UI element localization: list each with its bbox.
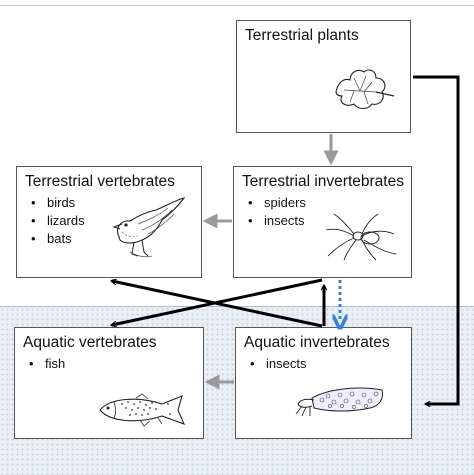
node-terrestrial-plants: Terrestrial plants bbox=[236, 20, 411, 133]
list-item: bats bbox=[31, 230, 193, 248]
list-item: fish bbox=[29, 355, 195, 373]
node-title: Terrestrial invertebrates bbox=[242, 173, 404, 190]
node-aquatic-invertebrates: Aquatic invertebrates insects bbox=[235, 327, 412, 439]
caddisfly-larva-icon bbox=[295, 387, 383, 417]
node-title: Terrestrial vertebrates bbox=[25, 173, 175, 190]
node-title: Aquatic vertebrates bbox=[23, 334, 157, 351]
list-item: birds bbox=[31, 194, 193, 212]
fish-icon bbox=[99, 393, 186, 427]
node-terrestrial-invertebrates: Terrestrial invertebrates spiders insect… bbox=[233, 166, 412, 278]
leaf-icon bbox=[335, 69, 395, 110]
list-item: spiders bbox=[248, 194, 403, 212]
node-title: Aquatic invertebrates bbox=[244, 334, 390, 351]
spider-icon bbox=[325, 213, 397, 261]
node-title: Terrestrial plants bbox=[245, 27, 359, 44]
list-item: insects bbox=[250, 355, 403, 373]
list-item: insects bbox=[248, 212, 403, 230]
top-divider bbox=[0, 5, 474, 6]
node-terrestrial-vertebrates: Terrestrial vertebrates birds lizards ba… bbox=[16, 166, 202, 278]
list-item: lizards bbox=[31, 212, 193, 230]
arrow-plants-to-aquatic-invertebrates bbox=[413, 75, 460, 404]
arrow-ainv-to-tvert bbox=[112, 281, 323, 328]
bird-icon bbox=[112, 197, 186, 258]
